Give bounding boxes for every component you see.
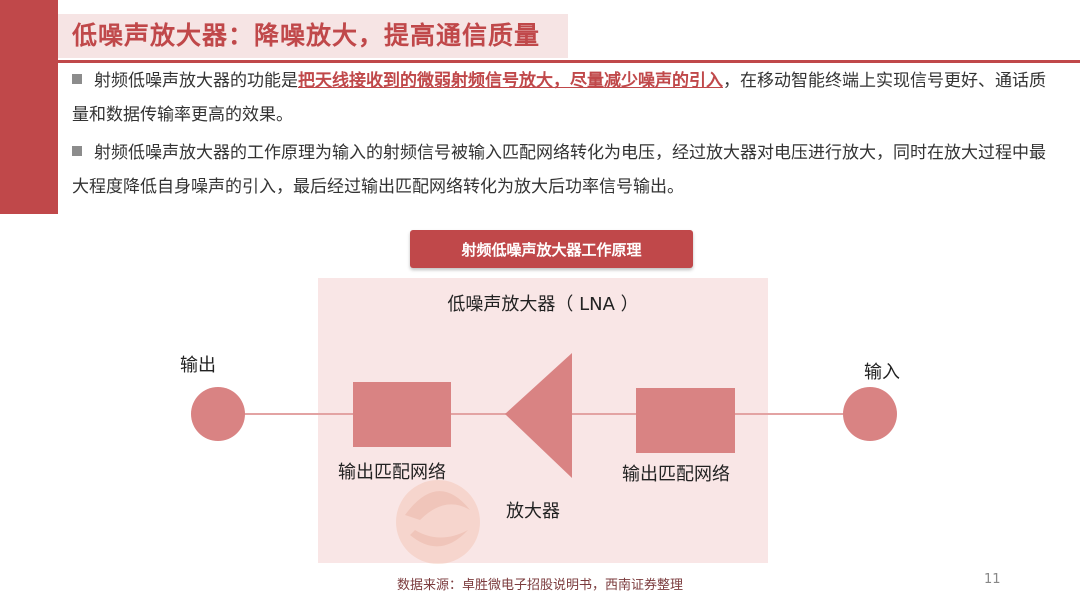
left-matching-network-label: 输出匹配网络	[338, 462, 446, 483]
bullet-square-icon	[72, 146, 82, 156]
input-port-circle	[843, 387, 897, 441]
amplifier-label: 放大器	[506, 501, 560, 522]
lna-label: 低噪声放大器（ LNA ）	[447, 294, 639, 315]
title-background	[58, 14, 568, 58]
diagram-title: 射频低噪声放大器工作原理	[410, 230, 693, 268]
left-matching-network-block	[353, 382, 451, 447]
input-label: 输入	[864, 362, 900, 383]
output-port-circle	[191, 387, 245, 441]
paragraph-1-emphasis: 把天线接收到的微弱射频信号放大，尽量减少噪声的引入	[298, 71, 723, 91]
paragraph-function: 射频低噪声放大器的功能是把天线接收到的微弱射频信号放大，尽量减少噪声的引入，在移…	[72, 64, 1062, 132]
paragraph-principle: 射频低噪声放大器的工作原理为输入的射频信号被输入匹配网络转化为电压，经过放大器对…	[72, 136, 1062, 204]
slide-title: 低噪声放大器：降噪放大，提高通信质量	[72, 21, 541, 50]
paragraph-1-text-start: 射频低噪声放大器的功能是	[94, 71, 298, 91]
header-rule	[58, 60, 1080, 63]
amplifier-triangle	[505, 353, 572, 478]
right-matching-network-block	[636, 388, 735, 453]
output-label: 输出	[180, 355, 216, 376]
source-note: 数据来源：卓胜微电子招股说明书，西南证券整理	[396, 578, 683, 593]
bullet-square-icon	[72, 74, 82, 84]
page-number: 11	[984, 572, 1001, 587]
paragraph-2-text: 射频低噪声放大器的工作原理为输入的射频信号被输入匹配网络转化为电压，经过放大器对…	[72, 143, 1046, 197]
paragraph-1-text-end: ，在移动智能终端上实现信号更好、通话质量和数据传输率更高的效果。	[72, 71, 1046, 125]
watermark-logo	[396, 480, 480, 564]
right-matching-network-label: 输出匹配网络	[622, 464, 730, 485]
left-accent-bar	[0, 0, 58, 214]
